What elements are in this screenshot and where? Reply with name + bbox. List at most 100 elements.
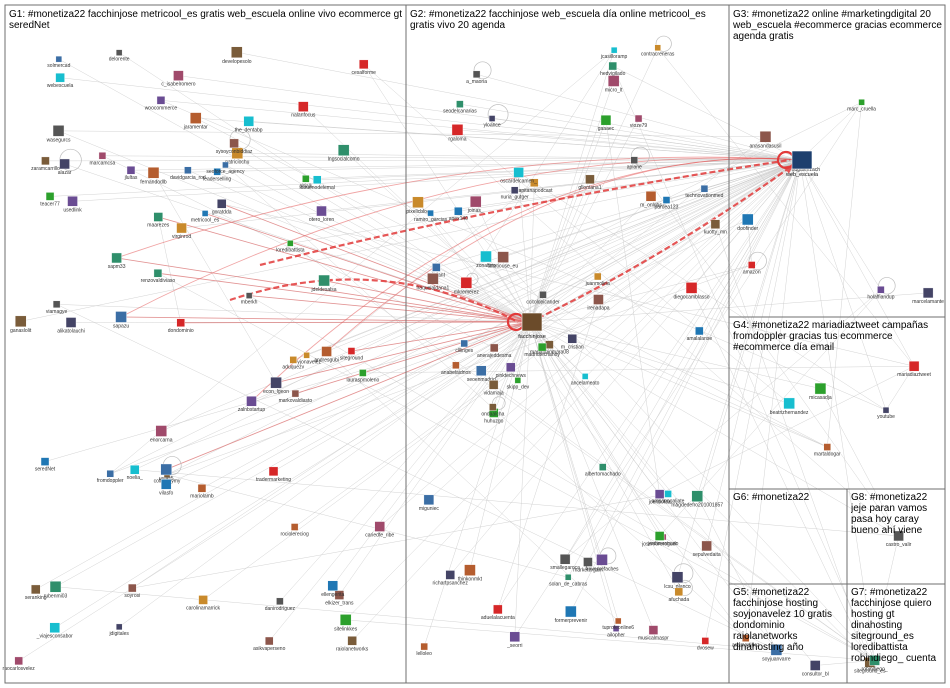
edge-gray [181,159,801,229]
node-label: marc_cruella [847,106,876,112]
node-avatar-icon [231,46,243,58]
edge-gray [567,159,801,578]
node-joenbolda: joenbolda [648,489,671,506]
node-seranking: seranking [25,584,47,601]
node-avatar-icon [451,124,464,136]
node-avatar-icon [49,581,62,593]
node-label: seoforce_agency [206,169,245,175]
node-label: seranking [25,595,47,601]
node-mariadiaztweet: mariadiaztweet [897,360,932,378]
node-lcsu_planco: lcsu_planco [664,571,691,590]
node-avatar-icon [654,489,665,499]
node-label: lauraspmoleno [346,377,379,383]
node-label: zaramcarrillo [31,166,60,172]
node-avatar-icon [359,369,367,377]
node-hedvigilado: hedvigilado [600,61,626,77]
node-avatar-icon [583,557,593,567]
edge-gray [417,202,746,639]
node-avatar-icon [685,282,698,294]
node-developesolo: developesolo [222,46,252,65]
node-avatar-icon [472,70,481,79]
node-vilasfo: vilasfo [159,479,173,496]
node-jdigitales: jdigitales [108,623,129,637]
edge-gray [469,321,531,571]
node-aduelalacuenta: aduelalacuenta [481,604,515,621]
node-label: cariedfe_ribe [365,533,394,539]
node-avatar-icon [327,580,338,591]
edge-gray [747,219,752,266]
node-avatar-icon [217,199,227,209]
node-avatar-icon [748,261,756,269]
edge-gray [195,117,801,161]
edge-gray [58,130,766,138]
node-avatar-icon [922,287,934,299]
node-label: kuotty_mn [704,230,727,236]
edge-gray [119,321,531,628]
node-label: amalalanse [687,336,713,342]
node-label: rociolereciog [280,532,309,538]
node-avatar-icon [559,554,571,565]
node-avatar-icon [742,634,750,642]
edge-gray [799,159,875,661]
node-label: amazon [743,269,761,275]
node-diegocamblasso: diegocamblasso [673,282,710,300]
node-label: josemoreroguer [641,541,677,547]
node-avatar-icon [14,656,23,666]
node-label: ailopher [607,633,625,639]
edge-gray [457,129,801,161]
node-avatar-icon [513,167,524,178]
edge-gray [50,159,801,197]
node-nuria_gutger: nuria_gutger [501,186,529,201]
node-consultor_bl: consultor_bl [802,660,829,677]
edge-red [157,272,531,323]
edge-gray [602,159,801,468]
node-label: siteground_es [854,668,886,674]
node-avatar-icon [634,114,643,123]
edge-gray [423,321,531,647]
node-avatar-icon [303,352,310,359]
node-anamartinez: anamartinez [732,634,760,649]
node-avatar-icon [290,523,299,531]
node-avatar-icon [45,192,55,201]
group-g7-title: G7: #monetiza22 facchinjose quiero hosti… [851,587,937,664]
edge-gray [827,102,862,448]
self-loop [492,396,506,410]
edge-gray [130,159,801,171]
edge-gray [44,321,531,462]
node-avatar-icon [691,490,703,502]
node-_viajesconsabor: _viajesconsabor [36,622,73,640]
self-loops-layer [59,35,896,596]
edge-gray [35,159,801,590]
node-label: anabelaidnos [441,370,471,376]
node-label: vilasfo [159,490,173,496]
edge-gray [134,159,801,470]
edge-gray [564,289,882,560]
node-avatar-icon [147,167,160,179]
node-label: nalanfocus [291,113,316,119]
node-label: raiolanetworks [336,646,369,652]
node-label: markovaldiasto [279,398,313,404]
node-raocarlosvelez: raocarlosvelez [3,656,35,672]
node-label: mberkh [241,300,258,306]
node-avatar-icon [176,222,187,234]
node-wasegurcs: wasegurcs [47,125,71,143]
edge-gray [55,586,777,651]
node-avatar-icon [213,168,221,176]
node-siteground: siteground [340,347,363,362]
edge-gray [134,469,899,537]
edges-red-layer [116,156,801,470]
node-davidgarcia_rod: davidgarcia_rod [170,166,206,181]
node-label: micasadja [809,395,832,401]
node-avatar-icon [783,397,795,410]
node-avatar-icon [337,144,350,156]
node-technovationmed: technovationmed [685,184,724,199]
node-avatar-icon [454,206,463,216]
node-label: technovationmed [685,193,723,199]
node-avatar-icon [65,317,77,328]
edge-gray [153,159,801,174]
node-virginrod: virginrod [172,222,191,240]
node-dvosew: dvosew [697,637,714,651]
node-label: jaramentar [183,125,208,131]
node-label: aduquezv [282,364,304,370]
